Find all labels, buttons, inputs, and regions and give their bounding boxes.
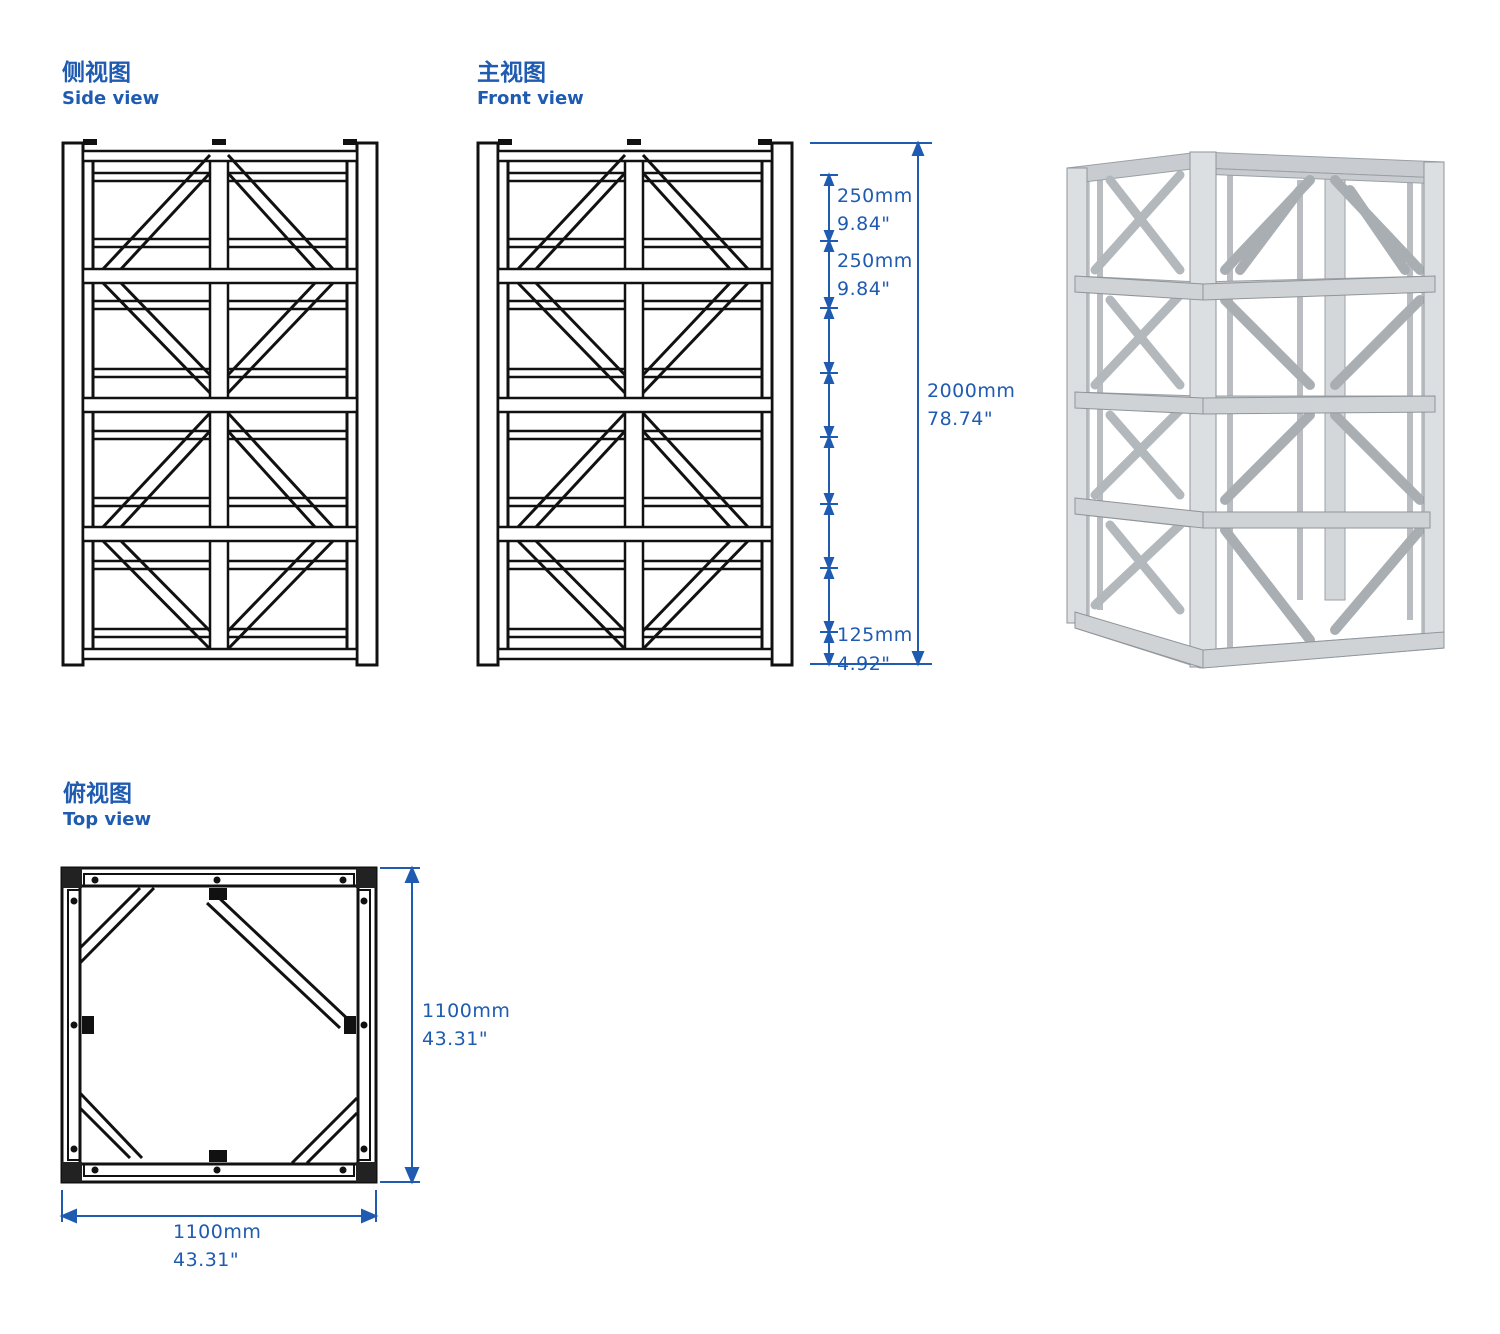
dim-seg1-inch: 9.84" <box>837 213 891 235</box>
dim-seg1-mm: 250mm <box>837 185 913 207</box>
height-dimension-chain <box>810 140 932 667</box>
front-view-drawing <box>476 137 794 667</box>
top-view-title-en: Top view <box>63 809 152 830</box>
dim-height-inch: 78.74" <box>927 408 994 430</box>
side-view-title-cn: 侧视图 <box>62 60 131 86</box>
dim-bottom-mm: 125mm <box>837 624 913 646</box>
truss-3d-render <box>1066 151 1445 669</box>
dim-bottom-inch: 4.92" <box>837 653 891 675</box>
front-view-title-en: Front view <box>477 88 584 109</box>
top-view-dimensions <box>59 865 420 1224</box>
front-view-title-cn: 主视图 <box>477 60 546 86</box>
dim-height-mm: 2000mm <box>927 380 1016 402</box>
dim-top-depth-inch: 43.31" <box>422 1028 489 1050</box>
top-view-drawing <box>60 866 378 1184</box>
side-view-drawing <box>61 137 379 667</box>
dim-top-width-mm: 1100mm <box>173 1221 262 1243</box>
top-view-title-cn: 俯视图 <box>63 781 132 807</box>
side-view-title-en: Side view <box>62 88 160 109</box>
dim-top-width-inch: 43.31" <box>173 1249 240 1271</box>
dim-top-depth-mm: 1100mm <box>422 1000 511 1022</box>
dim-seg2-inch: 9.84" <box>837 278 891 300</box>
dim-seg2-mm: 250mm <box>837 250 913 272</box>
